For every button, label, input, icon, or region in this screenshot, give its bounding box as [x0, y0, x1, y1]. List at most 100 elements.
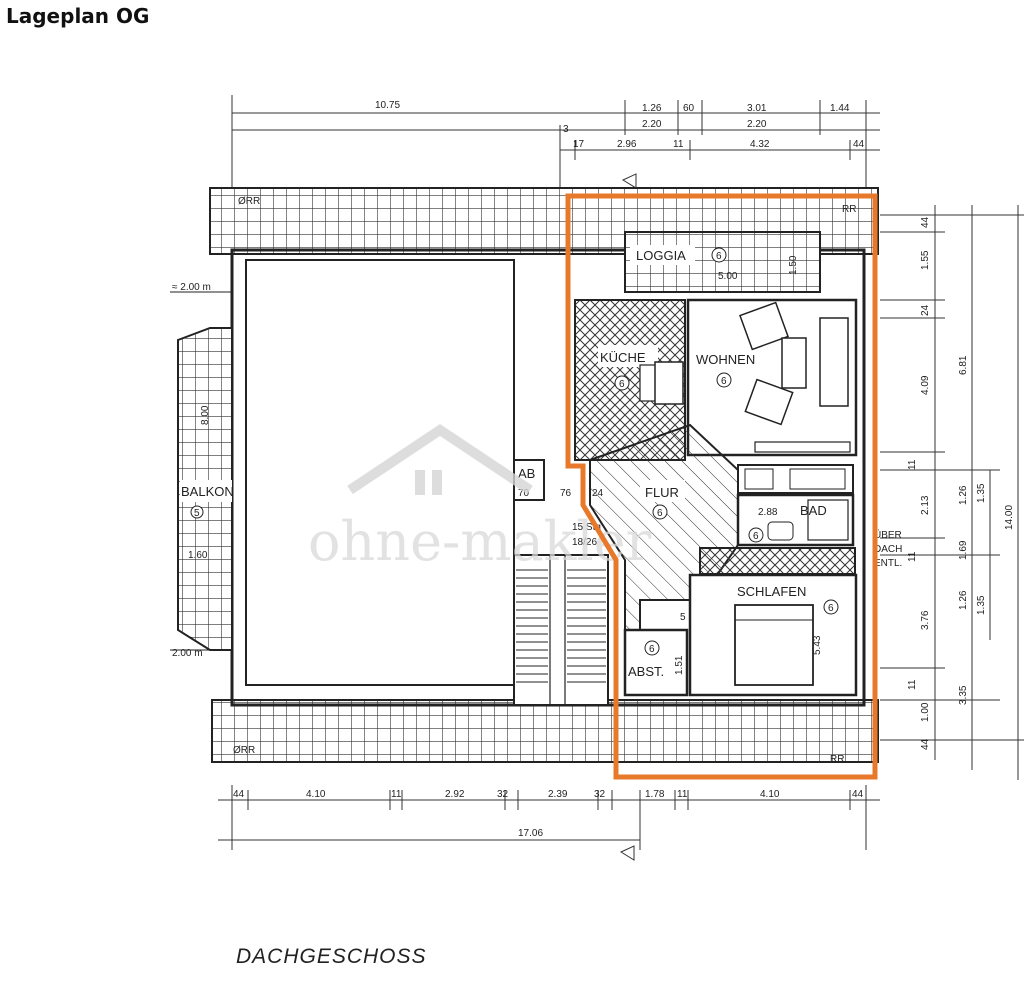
room-name: BAD — [800, 503, 827, 518]
dim-right: 11 — [907, 551, 918, 562]
room-marker: 6 — [721, 376, 727, 387]
dim-bottom: 2.39 — [548, 789, 568, 800]
dim-right: 44 — [920, 216, 931, 228]
dim-right: 11 — [907, 679, 918, 690]
dim-bottom: 1.78 — [645, 789, 665, 800]
dim-right: 1.55 — [920, 250, 931, 270]
room-marker-icon — [748, 527, 764, 543]
shower-icon — [807, 499, 849, 541]
room-name: ABST. — [628, 664, 664, 679]
room-marker-icon — [711, 247, 727, 263]
dim-bottom: 11 — [677, 789, 688, 800]
room-name: SCHLAFEN — [737, 584, 806, 599]
rr-label: ØRR — [233, 745, 255, 756]
dimension-lines-bottom — [218, 785, 880, 850]
misc-dim: 76 — [560, 488, 572, 499]
note-text: ÜBER — [874, 529, 902, 541]
room-area: 2.88 — [758, 507, 778, 518]
room-name: AB — [518, 466, 535, 481]
room-dim: 70 — [518, 488, 530, 499]
dim-top: 3 — [563, 124, 569, 135]
room-name: WOHNEN — [696, 352, 755, 367]
dim-right: 3.35 — [958, 685, 969, 705]
room-dim: 1.50 — [788, 255, 799, 275]
wardrobe-icon — [699, 547, 856, 575]
bed-icon — [734, 604, 814, 686]
page-title: Lageplan OG — [6, 4, 150, 28]
room-marker: 6 — [716, 251, 722, 262]
svg-text:ohne-makler: ohne-makler — [308, 510, 652, 573]
stair-steps — [516, 569, 606, 683]
dim-right: 4.09 — [920, 375, 931, 395]
room-marker: 6 — [753, 531, 759, 542]
note-text: ENTL. — [874, 558, 902, 569]
room-marker: 6 — [619, 379, 625, 390]
sink-icon — [767, 521, 794, 541]
dim-right: 2.13 — [920, 495, 931, 515]
dim-right: 1.69 — [958, 540, 969, 560]
dim-right: 6.81 — [958, 355, 969, 375]
dim-top: 1.44 — [830, 103, 850, 114]
room-storage — [623, 628, 689, 697]
dim-top: 2.96 — [617, 139, 637, 150]
dim-top: 60 — [683, 103, 695, 114]
room-dim: 1.60 — [188, 550, 208, 561]
misc-dim: 1.51 — [674, 655, 685, 675]
room-area: 5.00 — [718, 271, 738, 282]
note-text: DACH — [874, 544, 902, 555]
dim-top: 44 — [853, 139, 865, 150]
rr-label: RR — [830, 754, 844, 765]
roof-band-top — [209, 187, 879, 255]
dim-right: 24 — [920, 304, 931, 316]
room-marker: 5 — [194, 508, 200, 519]
room-name: FLUR — [645, 485, 679, 500]
balcony-label-bg — [180, 480, 232, 502]
room-marker-icon — [644, 640, 660, 656]
dim-bottom: 32 — [497, 789, 509, 800]
room-name: LOGGIA — [636, 248, 686, 263]
dim-bottom-total: 17.06 — [518, 828, 543, 839]
room-marker: 6 — [828, 603, 834, 614]
section-marker-icon — [619, 845, 635, 861]
apartment-interior — [574, 231, 858, 697]
dim-top: 17 — [573, 139, 585, 150]
dim-right: 1.26 — [958, 485, 969, 505]
armchair-icon — [744, 378, 794, 426]
dim-right: 44 — [920, 738, 931, 750]
dim-top: 2.20 — [642, 119, 662, 130]
dim-top: 10.75 — [375, 100, 400, 111]
sideboard-icon — [754, 441, 851, 453]
room-marker-icon — [716, 372, 732, 388]
dim-right: 1.35 — [976, 483, 987, 503]
stairwell — [513, 554, 609, 706]
rr-label: ØRR — [238, 196, 260, 207]
dim-bottom: 32 — [594, 789, 606, 800]
room-dim: 8.00 — [200, 405, 211, 425]
dim-right: 1.26 — [958, 590, 969, 610]
room-marker: 6 — [649, 644, 655, 655]
dim-top: 4.32 — [750, 139, 770, 150]
dim-right: 14.00 — [1004, 505, 1015, 530]
dim-right: 1.00 — [920, 702, 931, 722]
room-marker-icon — [190, 505, 204, 519]
section-marker-icon — [621, 173, 637, 189]
dining-table-icon — [654, 361, 684, 405]
dim-top: 2.20 — [747, 119, 767, 130]
dim-bottom: 2.92 — [445, 789, 465, 800]
misc-dim: 5 — [680, 612, 686, 623]
dim-right: 11 — [907, 459, 918, 470]
dim-top: 3.01 — [747, 103, 767, 114]
dim-right: 1.35 — [976, 595, 987, 615]
stairs-info: 18/26 — [572, 537, 597, 548]
room-marker-icon — [823, 599, 839, 615]
room-name: KÜCHE — [600, 350, 646, 365]
room-name: BALKON — [181, 484, 234, 499]
sofa-icon — [819, 317, 849, 407]
dimension-lines-right — [880, 205, 1024, 780]
dim-bottom: 11 — [391, 789, 402, 800]
side-dim-bottom: 2.00 m — [172, 648, 203, 659]
rr-label: RR — [842, 204, 856, 215]
dim-bottom: 4.10 — [306, 789, 326, 800]
room-marker: 6 — [657, 508, 663, 519]
